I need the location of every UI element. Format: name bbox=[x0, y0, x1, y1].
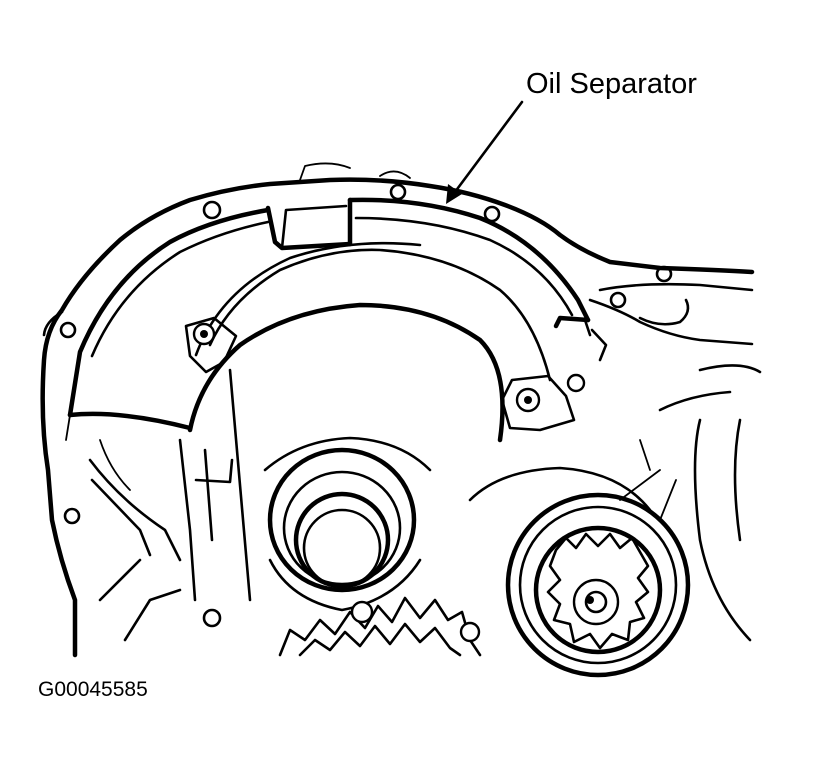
figure-id: G00045585 bbox=[38, 678, 148, 701]
case-ribs bbox=[88, 368, 252, 642]
lower-gear bbox=[278, 596, 482, 657]
oil-separator bbox=[65, 197, 592, 443]
center-shaft-bore bbox=[263, 436, 432, 612]
right-case-curves bbox=[590, 328, 762, 642]
output-shaft bbox=[468, 466, 691, 678]
case-bolt-holes bbox=[59, 183, 690, 628]
callout-arrow bbox=[446, 100, 524, 204]
separator-bolt-right bbox=[500, 373, 586, 432]
oil-separator-label: Oil Separator bbox=[526, 68, 697, 100]
transmission-case-outline bbox=[40, 162, 755, 658]
separator-bolt-left bbox=[184, 316, 238, 374]
